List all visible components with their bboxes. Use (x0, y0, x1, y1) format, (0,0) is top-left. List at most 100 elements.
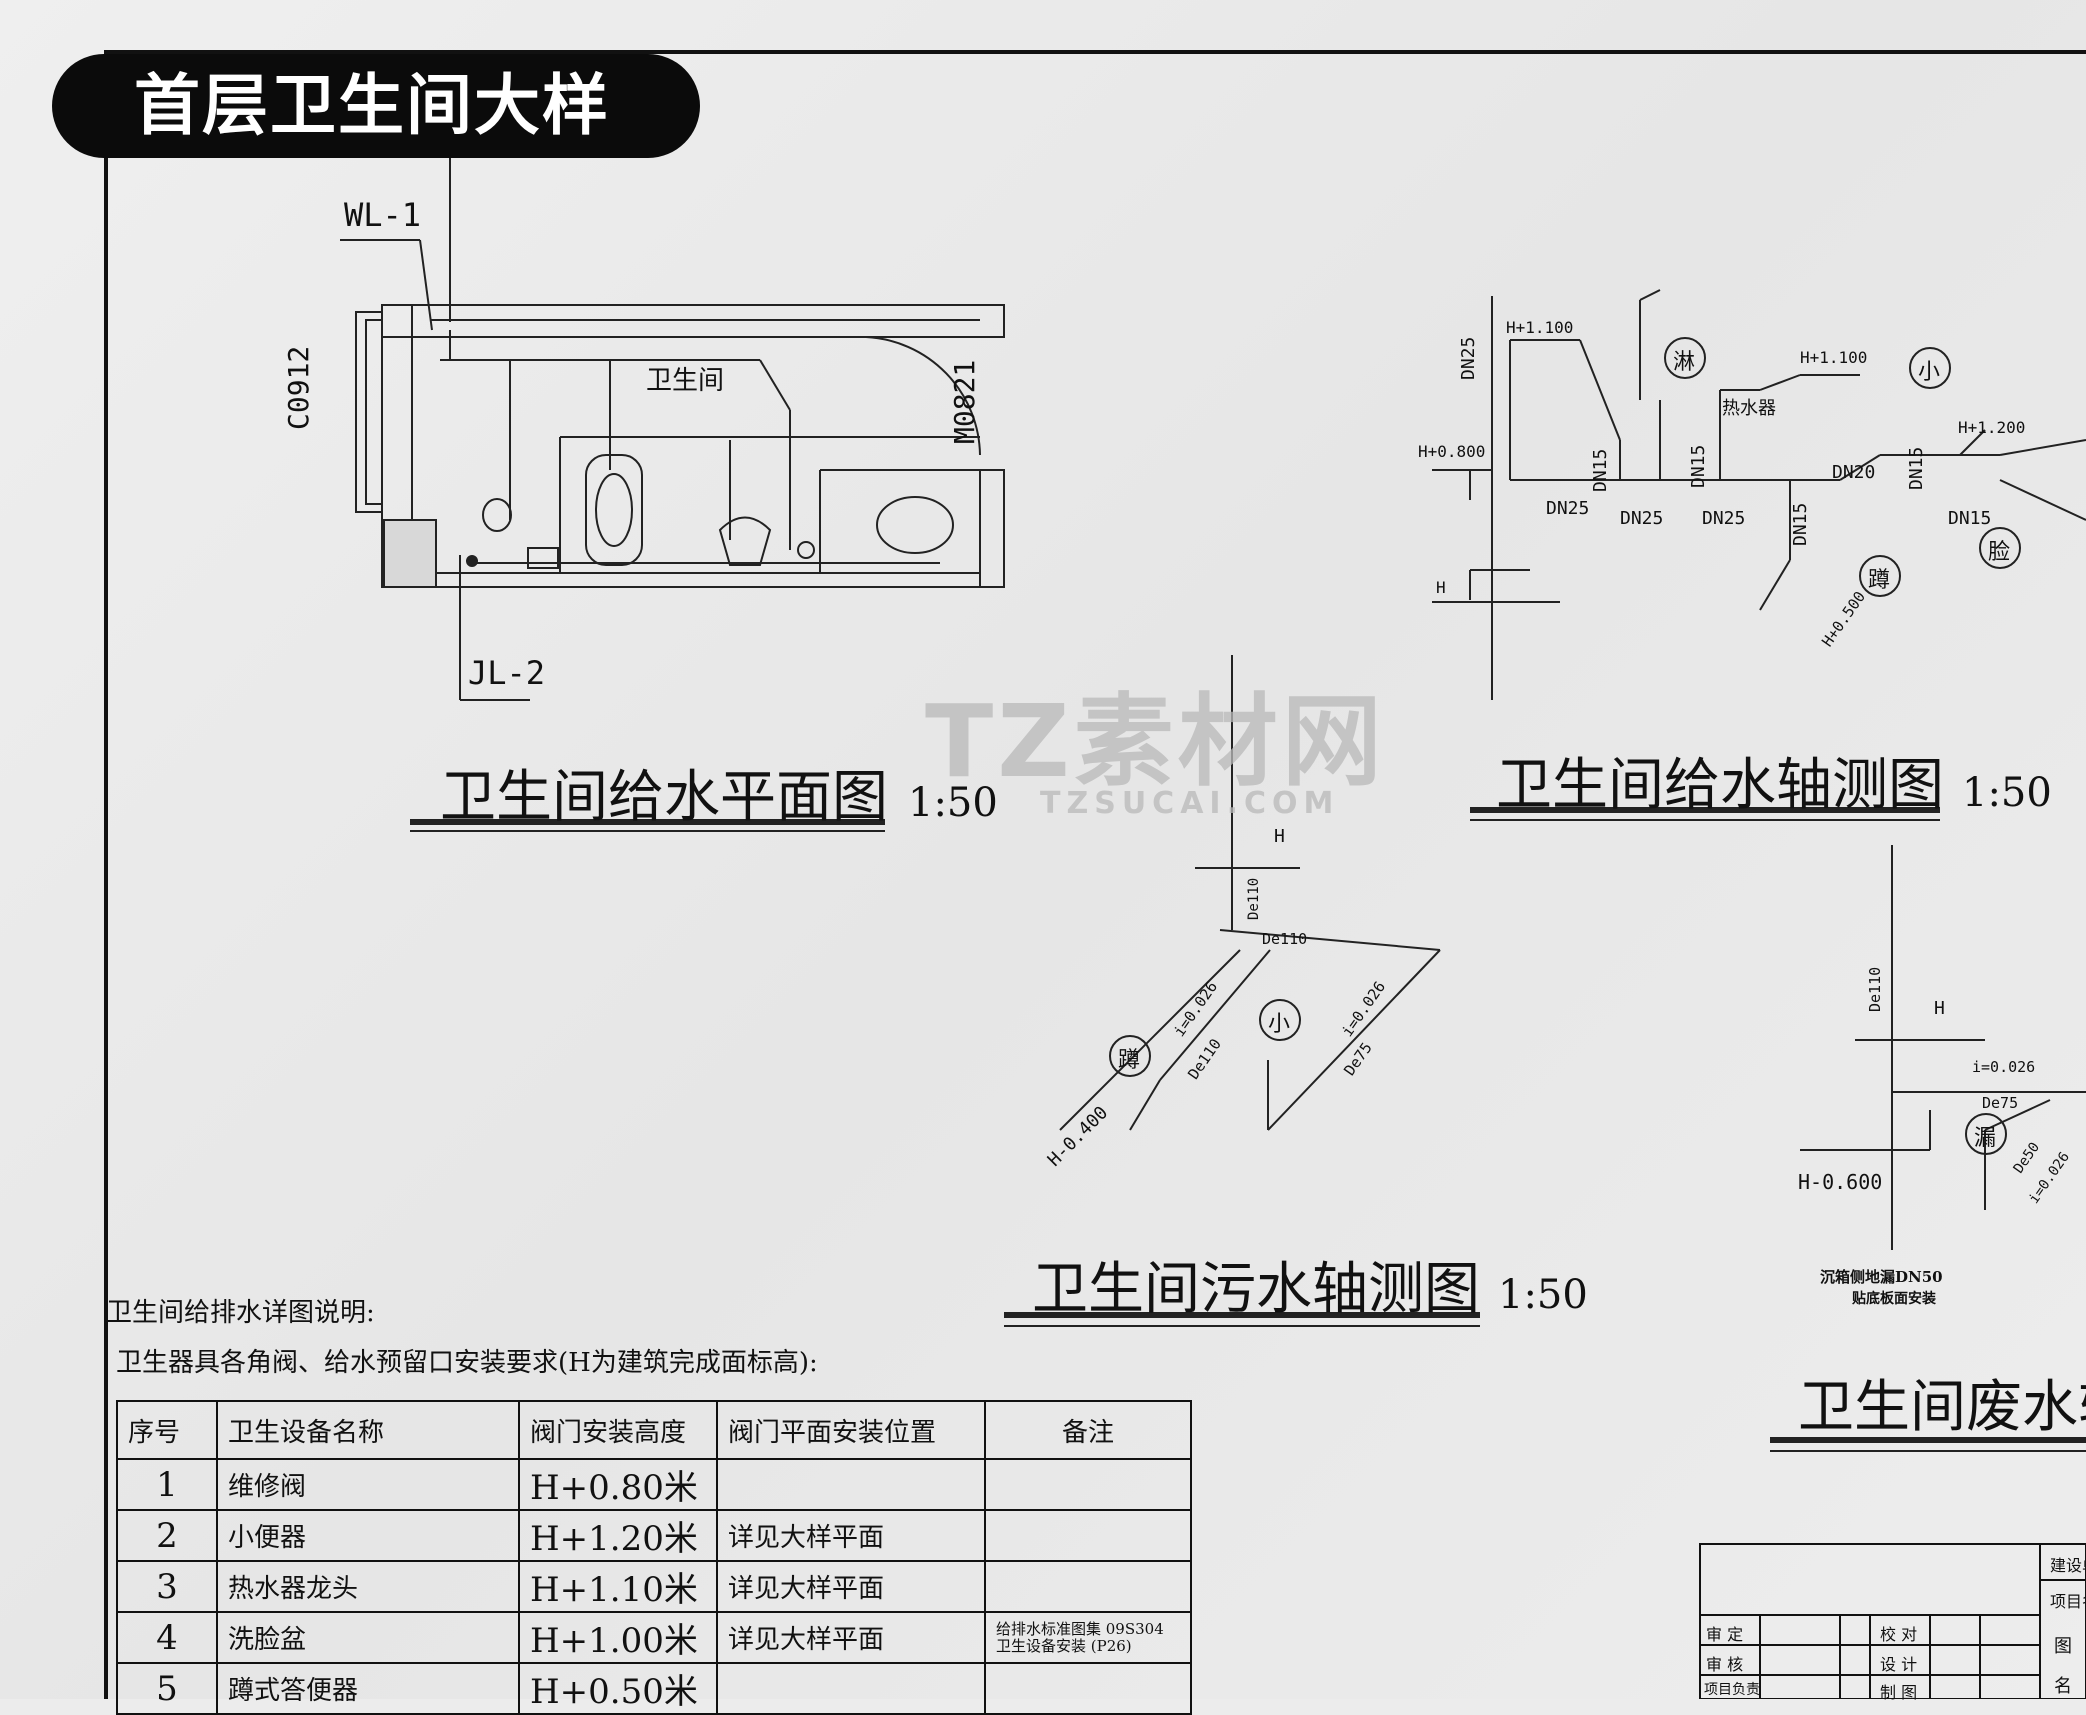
cell-position (716, 1458, 986, 1511)
circle-label: 小 (1268, 1012, 1291, 1037)
cell-remark (984, 1458, 1192, 1511)
frame-border-top (104, 50, 2086, 54)
titleblock-cell: 项目负责 (1704, 1682, 1760, 1698)
sewage-iso-scale: 1:50 (1498, 1272, 1588, 1318)
waste-iso-title: 卫生间废水轴 (1798, 1375, 2086, 1440)
cell-position: 详见大样平面 (716, 1509, 986, 1562)
titleblock-cell: 审 定 (1706, 1625, 1744, 1644)
titleblock-cell: 图 (2054, 1636, 2072, 1657)
circle-label: 淋 (1673, 350, 1696, 375)
cell-name: 维修阀 (216, 1458, 520, 1511)
table-header-row: 序号 卫生设备名称 阀门安装高度 阀门平面安装位置 备注 (116, 1400, 1192, 1460)
titleblock-cell: 建设单 (2050, 1556, 2086, 1575)
sewage-label: H (1274, 826, 1285, 847)
notes-subheading: 卫生器具各角阀、给水预留口安装要求(H为建筑完成面标高): (116, 1348, 818, 1378)
cell-no: 1 (116, 1458, 218, 1511)
supply-label: DN15 (1688, 444, 1709, 488)
notes-heading: 卫生间给排水详图说明: (106, 1298, 375, 1328)
table-row: 4 洗脸盆 H+1.00米 详见大样平面 给排水标准图集 09S304 卫生设备… (116, 1611, 1192, 1664)
supply-label: DN15 (1790, 502, 1811, 546)
cell-height: H+0.50米 (518, 1662, 718, 1715)
table-row: 5 蹲式答便器 H+0.50米 (116, 1662, 1192, 1715)
cell-name: 蹲式答便器 (216, 1662, 520, 1715)
sewage-label: De110 (1246, 877, 1262, 920)
sewage-iso-title: 卫生间污水轴测图 (1032, 1257, 1480, 1322)
table-header: 备注 (984, 1400, 1192, 1460)
waste-label: H-0.600 (1798, 1170, 1883, 1194)
valve-spec-table: 序号 卫生设备名称 阀门安装高度 阀门平面安装位置 备注 1 维修阀 H+0.8… (116, 1400, 1192, 1715)
wl-label: WL-1 (344, 196, 422, 234)
supply-label: DN15 (1906, 446, 1927, 490)
sheet-title-banner: 首层卫生间大样 (52, 54, 700, 158)
cell-name: 洗脸盆 (216, 1611, 520, 1664)
titleblock-cell: 制 图 (1880, 1683, 1918, 1702)
waste-label: De110 (1866, 966, 1884, 1012)
titleblock-cell: 设 计 (1880, 1655, 1918, 1674)
cell-name: 热水器龙头 (216, 1560, 520, 1613)
cell-position (716, 1662, 986, 1715)
table-header: 阀门安装高度 (518, 1400, 718, 1460)
table-header: 阀门平面安装位置 (716, 1400, 986, 1460)
supply-label: DN25 (1546, 498, 1590, 519)
cell-no: 2 (116, 1509, 218, 1562)
supply-label: H+1.100 (1506, 318, 1574, 337)
waste-label: De75 (1982, 1094, 2019, 1112)
table-header: 序号 (116, 1400, 218, 1460)
cell-remark (984, 1509, 1192, 1562)
supply-label: DN15 (1590, 448, 1611, 492)
circle-label: 小 (1918, 360, 1941, 385)
supply-label: DN25 (1458, 336, 1479, 380)
titleblock-cell: 项目名 (2050, 1592, 2086, 1611)
table-header: 卫生设备名称 (216, 1400, 520, 1460)
supply-label: DN15 (1948, 508, 1992, 529)
cell-position: 详见大样平面 (716, 1560, 986, 1613)
titleblock-cell: 审 核 (1706, 1655, 1744, 1674)
waste-label: 沉箱侧地漏DN50 (1820, 1268, 1943, 1286)
circle-label: 漏 (1974, 1126, 1997, 1151)
sewage-label: De110 (1262, 930, 1308, 948)
cell-no: 4 (116, 1611, 218, 1664)
waste-label: i=0.026 (1972, 1058, 2036, 1076)
cell-position: 详见大样平面 (716, 1611, 986, 1664)
supply-label: DN25 (1620, 508, 1664, 529)
supply-iso-scale: 1:50 (1962, 770, 2052, 816)
supply-label: H+1.100 (1800, 348, 1868, 367)
supply-label: H+0.800 (1418, 442, 1486, 461)
door-label: M0821 (948, 359, 981, 444)
cell-remark: 给排水标准图集 09S304 卫生设备安装 (P26) (984, 1611, 1192, 1664)
jl-label: JL-2 (468, 654, 546, 692)
cell-height: H+0.80米 (518, 1458, 718, 1511)
supply-iso-title: 卫生间给水轴测图 (1496, 753, 1944, 818)
supply-label: 热水器 (1722, 398, 1776, 419)
cell-name: 小便器 (216, 1509, 520, 1562)
plan-scale: 1:50 (908, 780, 998, 826)
circle-label: 蹲 (1118, 1048, 1141, 1073)
supply-label: H+1.200 (1958, 418, 2026, 437)
cell-no: 3 (116, 1560, 218, 1613)
plan-title: 卫生间给水平面图 (440, 765, 888, 830)
table-row: 3 热水器龙头 H+1.10米 详见大样平面 (116, 1560, 1192, 1613)
cell-remark (984, 1662, 1192, 1715)
table-row: 2 小便器 H+1.20米 详见大样平面 (116, 1509, 1192, 1562)
room-label: 卫生间 (646, 366, 725, 396)
circle-label: 脸 (1988, 540, 2011, 565)
circle-label: 蹲 (1868, 568, 1891, 593)
cell-remark (984, 1560, 1192, 1613)
cell-height: H+1.20米 (518, 1509, 718, 1562)
supply-label: H (1436, 578, 1446, 597)
watermark-url: TZSUCAI.COM (1040, 786, 1340, 821)
watermark-logo: TZ素材网 (925, 683, 1386, 800)
supply-label: DN20 (1832, 462, 1876, 483)
window-label: C0912 (282, 345, 315, 430)
frame-border-left (104, 50, 108, 1699)
titleblock-cell: 名 (2054, 1676, 2072, 1697)
cell-height: H+1.00米 (518, 1611, 718, 1664)
waste-label: H (1934, 998, 1945, 1019)
titleblock-cell: 校 对 (1880, 1625, 1918, 1644)
cell-no: 5 (116, 1662, 218, 1715)
cell-height: H+1.10米 (518, 1560, 718, 1613)
waste-label: 贴底板面安装 (1852, 1291, 1936, 1307)
table-row: 1 维修阀 H+0.80米 (116, 1458, 1192, 1511)
supply-label: DN25 (1702, 508, 1746, 529)
